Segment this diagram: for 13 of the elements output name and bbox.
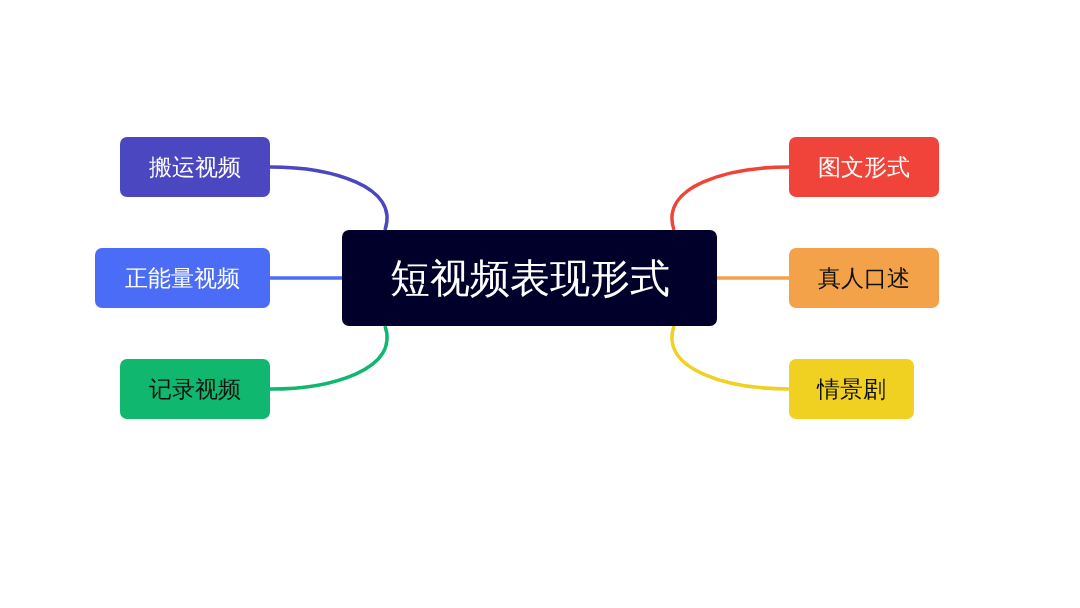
topic-box: 真人口述 [789, 248, 939, 308]
central-topic-box: 短视频表现形式 [342, 230, 717, 326]
connector-line [717, 276, 789, 280]
topic-box: 正能量视频 [95, 248, 270, 308]
connector-line [269, 165, 389, 231]
connector-line [270, 276, 342, 280]
topic-box: 情景剧 [789, 359, 914, 419]
connector-line [670, 325, 790, 391]
topic-box: 图文形式 [789, 137, 939, 197]
connector-line [670, 165, 790, 231]
topic-box: 记录视频 [120, 359, 270, 419]
connector-line [269, 325, 389, 391]
topic-box: 搬运视频 [120, 137, 270, 197]
